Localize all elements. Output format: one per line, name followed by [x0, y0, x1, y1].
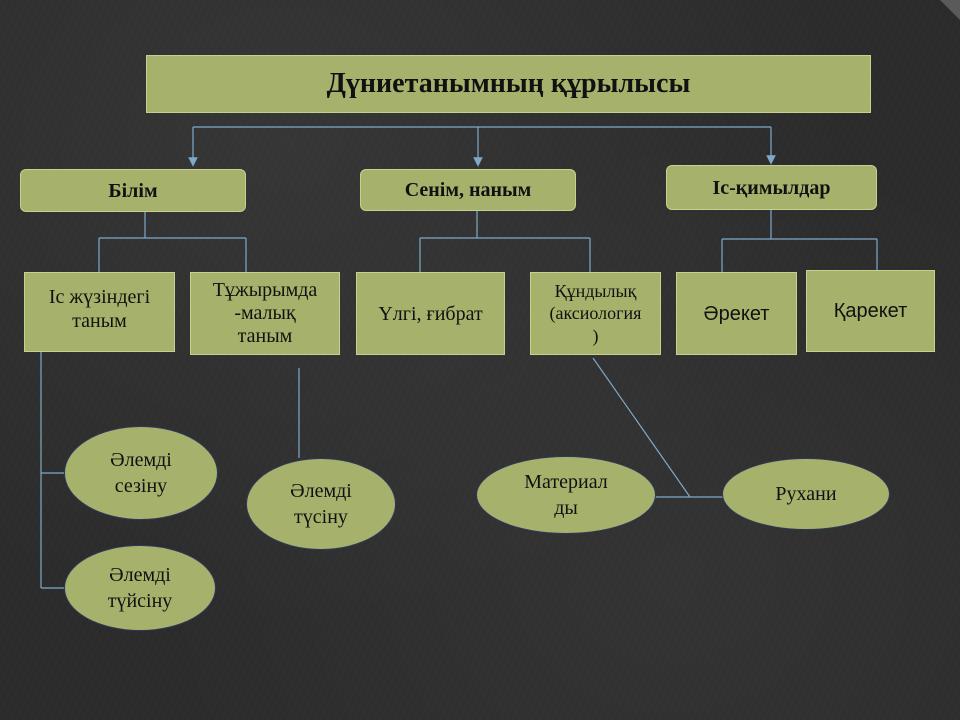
is-zhuzindegi-box: Іс жүзіндегі таным	[24, 272, 175, 352]
bilim-box: Білім	[20, 169, 246, 212]
tuzhyrymdamalyk-label: Тұжырымда -малық таным	[212, 279, 318, 347]
is-zhuzindegi-label: Іс жүзіндегі таным	[48, 286, 151, 332]
senim-box: Сенім, наным	[360, 169, 576, 211]
iskimyl-box: Іс-қимылдар	[666, 165, 877, 210]
kareket-box: Қарекет	[806, 270, 935, 352]
title-text: Дүниетанымның құрылысы	[326, 68, 691, 100]
rukhani-label: Рухани	[775, 483, 837, 505]
iskimyl-label: Іс-қимылдар	[712, 176, 831, 199]
rukhani-oval: Рухани	[722, 458, 890, 530]
alemdi-sezinu-label: Әлемді сезіну	[110, 449, 172, 497]
ulgi-label: Үлгі, ғибрат	[378, 302, 483, 325]
kundylyk-box: Құндылық (аксиология )	[530, 272, 661, 355]
areket-label: Әрекет	[703, 302, 770, 325]
tuzhyrymdamalyk-box: Тұжырымда -малық таным	[190, 272, 340, 355]
alemdi-tusinu-oval: Әлемді түсіну	[246, 458, 396, 550]
alemdi-tuisinu-label: Әлемді түйсіну	[107, 564, 173, 612]
kareket-label: Қарекет	[833, 300, 908, 322]
materialdy-oval: Материал ды	[476, 456, 656, 534]
ulgi-box: Үлгі, ғибрат	[356, 272, 505, 355]
alemdi-sezinu-oval: Әлемді сезіну	[64, 426, 218, 520]
alemdi-tuisinu-oval: Әлемді түйсіну	[64, 545, 216, 631]
senim-label: Сенім, наным	[404, 179, 532, 201]
bilim-label: Білім	[108, 179, 158, 202]
title-box: Дүниетанымның құрылысы	[146, 55, 871, 113]
alemdi-tusinu-label: Әлемді түсіну	[290, 480, 352, 528]
connector-kundylyk-diag	[592, 357, 691, 498]
kundylyk-label: Құндылық (аксиология )	[549, 280, 642, 346]
materialdy-label: Материал ды	[524, 471, 608, 519]
areket-box: Әрекет	[676, 272, 797, 355]
corner-decoration	[940, 0, 960, 20]
